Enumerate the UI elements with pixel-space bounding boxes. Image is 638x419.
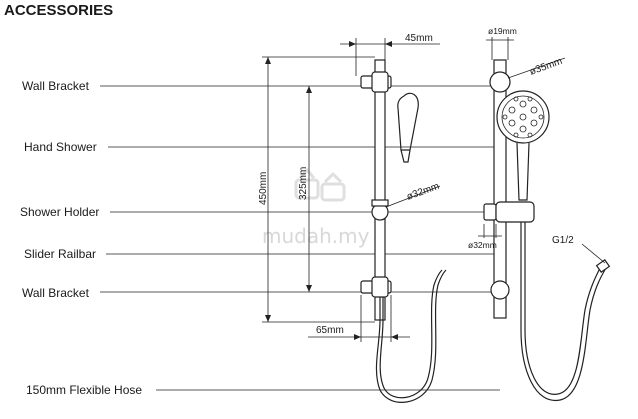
label-wall-bracket-top: Wall Bracket (22, 79, 90, 93)
dim-side-diameter: ø32mm (468, 240, 497, 250)
dim-thread: G1/2 (552, 235, 574, 246)
leader-thread (581, 243, 606, 264)
page-title: ACCESSORIES (4, 2, 113, 19)
watermark-logo (294, 167, 346, 202)
side-bottom-bracket (490, 280, 510, 300)
side-hose (520, 222, 607, 401)
label-wall-bracket-bottom: Wall Bracket (22, 286, 90, 300)
dim-width-bottom: 65mm (316, 325, 344, 336)
label-hand-shower: Hand Shower (24, 140, 97, 154)
side-handle (516, 142, 530, 201)
side-hose-inner (524, 222, 602, 395)
leader-bracket-diameter (507, 57, 566, 79)
dim-bracket-diameter: ø35mm (528, 56, 564, 78)
front-hose-inner (379, 269, 443, 399)
side-top-bracket (489, 71, 511, 93)
shower-nozzles (502, 96, 544, 138)
side-view (483, 59, 611, 401)
holder-body (371, 199, 389, 207)
hose-connector (595, 259, 611, 273)
dim-rail-diameter: ø19mm (488, 26, 517, 36)
label-slider-railbar: Slider Railbar (24, 247, 96, 261)
side-dimensions: ø19mm ø35mm ø32mm G1/2 (468, 26, 606, 264)
dim-width-top: 45mm (405, 33, 433, 44)
dim-height-inner: 325mm (298, 167, 309, 200)
dim-height-total: 450mm (258, 172, 269, 205)
label-shower-holder: Shower Holder (20, 205, 99, 219)
leader-holder-diameter (385, 185, 441, 208)
front-dimensions: 450mm 325mm 45mm 65mm ø32mm (258, 33, 441, 342)
side-holder-body (495, 201, 535, 223)
front-hose (375, 269, 447, 403)
side-holder-knob (483, 203, 497, 221)
hand-shower-handle (400, 149, 411, 163)
hand-shower-head (397, 92, 419, 151)
shower-head-face (496, 90, 550, 144)
bottom-bracket-cap (371, 276, 389, 298)
dim-holder-diameter: ø32mm (405, 181, 441, 203)
front-view (360, 59, 447, 403)
label-flexible-hose: 150mm Flexible Hose (26, 383, 142, 397)
top-bracket-cap (371, 71, 389, 93)
watermark-text: mudah.my (262, 224, 370, 248)
